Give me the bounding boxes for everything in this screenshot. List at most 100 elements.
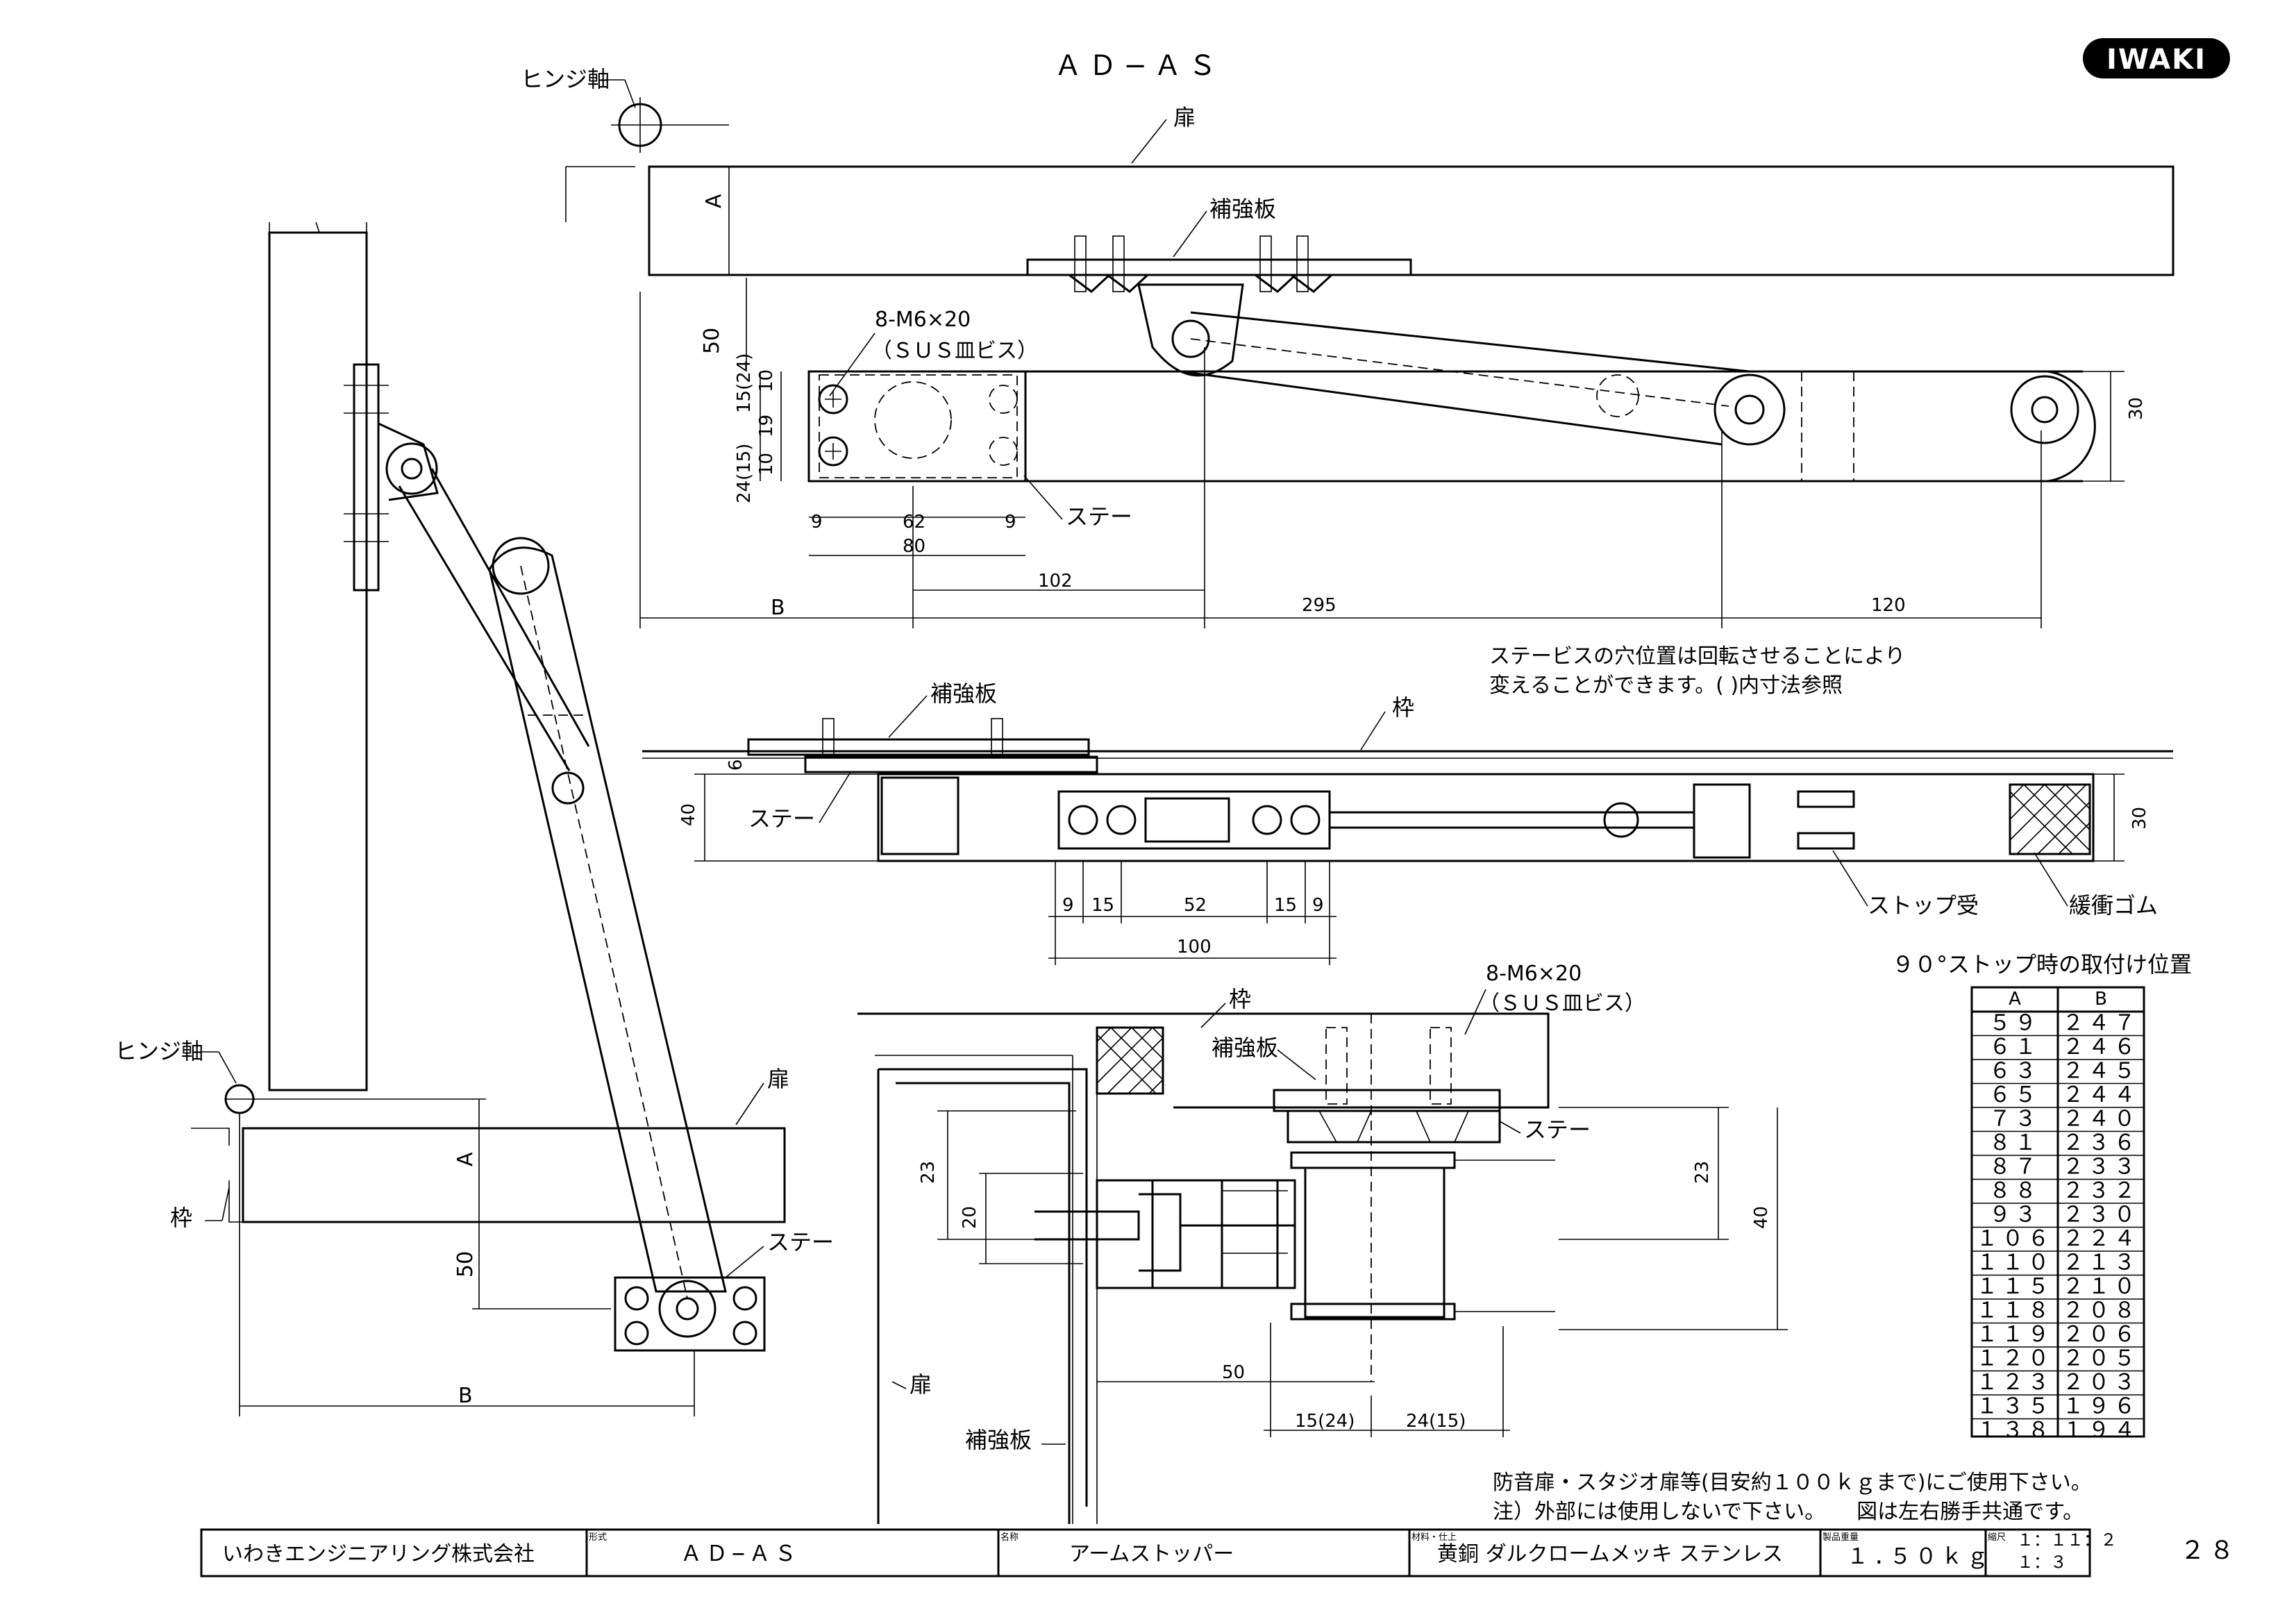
svg-text:10: 10 (756, 369, 777, 392)
section-buffer (1096, 1026, 1164, 1095)
door-label-plan: 扉 (767, 1066, 789, 1092)
scale-value-2: １：３ (2017, 1552, 2067, 1572)
svg-text:製品重量: 製品重量 (1822, 1532, 1859, 1543)
stay-label-plan: ステー (767, 1229, 834, 1255)
svg-text:材料・仕上: 材料・仕上 (1411, 1532, 1457, 1543)
svg-text:（ＳＵＳ皿ビス）: （ＳＵＳ皿ビス） (1479, 991, 1645, 1016)
svg-text:23: 23 (1692, 1161, 1713, 1184)
table-cell-a: １３８ (1977, 1418, 2054, 1443)
svg-text:15(24): 15(24) (1295, 1411, 1355, 1432)
svg-text:19: 19 (756, 415, 777, 437)
svg-text:B: B (771, 596, 785, 620)
svg-text:縮尺: 縮尺 (1988, 1532, 2006, 1543)
svg-text:50: 50 (1222, 1362, 1245, 1383)
plan-view: ヒンジ軸 扉 枠 A ステー 50 B (115, 221, 834, 1416)
svg-text:15: 15 (1091, 895, 1114, 916)
reinforcement-plate-label-section: 補強板 (1212, 1035, 1278, 1061)
stay-side (804, 755, 1098, 773)
table-cell-b: ２０６ (2063, 1322, 2140, 1347)
table-cell-b: ２０３ (2063, 1370, 2140, 1395)
table-cell-b: ２３６ (2063, 1130, 2140, 1155)
svg-text:6: 6 (726, 759, 746, 771)
reinforcement-plate-label-top: 補強板 (1209, 196, 1276, 222)
stay-section (1287, 1110, 1501, 1144)
svg-text:（ＳＵＳ皿ビス）: （ＳＵＳ皿ビス） (871, 339, 1038, 363)
drawing-title: ＡＤ−ＡＳ (1054, 50, 1223, 82)
note-usage-1: 防音扉・スタジオ扉等(目安約１００ｋｇまで)にご使用下さい。 (1493, 1471, 2092, 1495)
table-cell-b: ２３０ (2063, 1203, 2140, 1228)
frame-label-section: 枠 (1229, 986, 1251, 1012)
svg-text:102: 102 (1038, 571, 1073, 592)
svg-text:30: 30 (2126, 397, 2147, 420)
title-block: いわきエンジニアリング株式会社 形式 ＡＤ−ＡＳ 名称 アームストッパー 材料・… (200, 1528, 2117, 1577)
buffer-rubber (2009, 783, 2091, 855)
svg-text:40: 40 (1751, 1206, 1772, 1229)
table-cell-b: １９６ (2063, 1394, 2140, 1419)
stay-label-top: ステー (1066, 503, 1132, 530)
stay-label-side: ステー (748, 805, 815, 832)
table-cell-b: ２４４ (2063, 1082, 2140, 1107)
table-header-A: A (2009, 989, 2021, 1010)
page-number: ２８ (2180, 1537, 2238, 1565)
table-cell-a: １１０ (1977, 1250, 2054, 1275)
table-title: ９０°ストップ時の取付け位置 (1892, 951, 2192, 978)
scale-value-1: １：１１：２ (2017, 1530, 2117, 1550)
screw-spec-top: 8-M6×20 (875, 308, 971, 332)
material-value: 黄銅 ダルクロームメッキ ステンレス (1437, 1542, 1783, 1566)
svg-text:15(24): 15(24) (734, 353, 755, 413)
table-cell-b: ２３３ (2063, 1155, 2140, 1180)
table-cell-a: ８８ (1989, 1178, 2041, 1203)
table-cell-a: ８１ (1989, 1130, 2041, 1155)
table-cell-b: ２０８ (2063, 1298, 2140, 1323)
svg-text:A: A (702, 194, 726, 208)
table-cell-b: ２２４ (2063, 1226, 2140, 1251)
table-cell-a: １３５ (1977, 1394, 2054, 1419)
table-cell-a: １１５ (1977, 1274, 2054, 1299)
svg-text:40: 40 (678, 803, 699, 826)
svg-text:120: 120 (1871, 595, 1906, 616)
svg-text:20: 20 (960, 1206, 980, 1229)
weight-value: １.５０ｋｇ (1847, 1544, 1993, 1569)
svg-text:80: 80 (903, 536, 925, 557)
table-cell-b: ２４６ (2063, 1035, 2140, 1060)
top-view: ヒンジ軸 扉 A 補強板 (521, 66, 2175, 628)
door-closed-plan (242, 1127, 786, 1223)
table-cell-a: ９３ (1989, 1203, 2041, 1228)
svg-text:9: 9 (811, 512, 823, 533)
door-open-plan (268, 231, 368, 1091)
table-cell-b: １９４ (2063, 1418, 2140, 1443)
screw-spec-section: 8-M6×20 (1486, 962, 1582, 986)
table-cell-b: ２１０ (2063, 1274, 2140, 1299)
iwaki-logo: IWAKI (2083, 38, 2230, 78)
table-cell-a: １１８ (1977, 1298, 2054, 1323)
table-cell-a: ７３ (1989, 1107, 2041, 1132)
svg-text:100: 100 (1177, 937, 1212, 957)
svg-text:50: 50 (700, 328, 724, 354)
table-cell-b: ２３２ (2063, 1178, 2140, 1203)
frame-label-side: 枠 (1392, 694, 1414, 721)
svg-text:名称: 名称 (1000, 1532, 1019, 1543)
svg-text:24(15): 24(15) (734, 444, 755, 503)
table-cell-b: ２４７ (2063, 1011, 2140, 1036)
reinforcement-plate-top (1026, 258, 1412, 276)
stay-plate-top (807, 370, 1027, 483)
table-cell-b: ２１３ (2063, 1250, 2140, 1275)
company-name: いわきエンジニアリング株式会社 (222, 1542, 535, 1566)
table-cell-a: １０６ (1977, 1226, 2054, 1251)
stay-label-section: ステー (1524, 1116, 1591, 1143)
svg-text:9: 9 (1312, 895, 1324, 916)
table-header-B: B (2095, 989, 2107, 1010)
table-cell-a: ８７ (1989, 1155, 2041, 1180)
svg-text:IWAKI: IWAKI (2106, 44, 2206, 76)
svg-text:A: A (453, 1152, 478, 1166)
table-cell-a: ５９ (1989, 1011, 2041, 1036)
stay-plate-plan (614, 1276, 766, 1352)
svg-text:15: 15 (1274, 895, 1297, 916)
note-usage-2: 注）外部には使用しないで下さい。 図は左右勝手共通です。 (1493, 1500, 2084, 1524)
reinforcement-plate-label-section-2: 補強板 (965, 1427, 1032, 1453)
side-view: 枠 補強板 6 ステー 40 ストップ受 緩衝ゴム (642, 680, 2173, 965)
table-cell-b: ２４５ (2063, 1059, 2140, 1084)
hinge-axis-label-plan: ヒンジ軸 (115, 1038, 203, 1064)
table-cell-a: ６５ (1989, 1082, 2041, 1107)
